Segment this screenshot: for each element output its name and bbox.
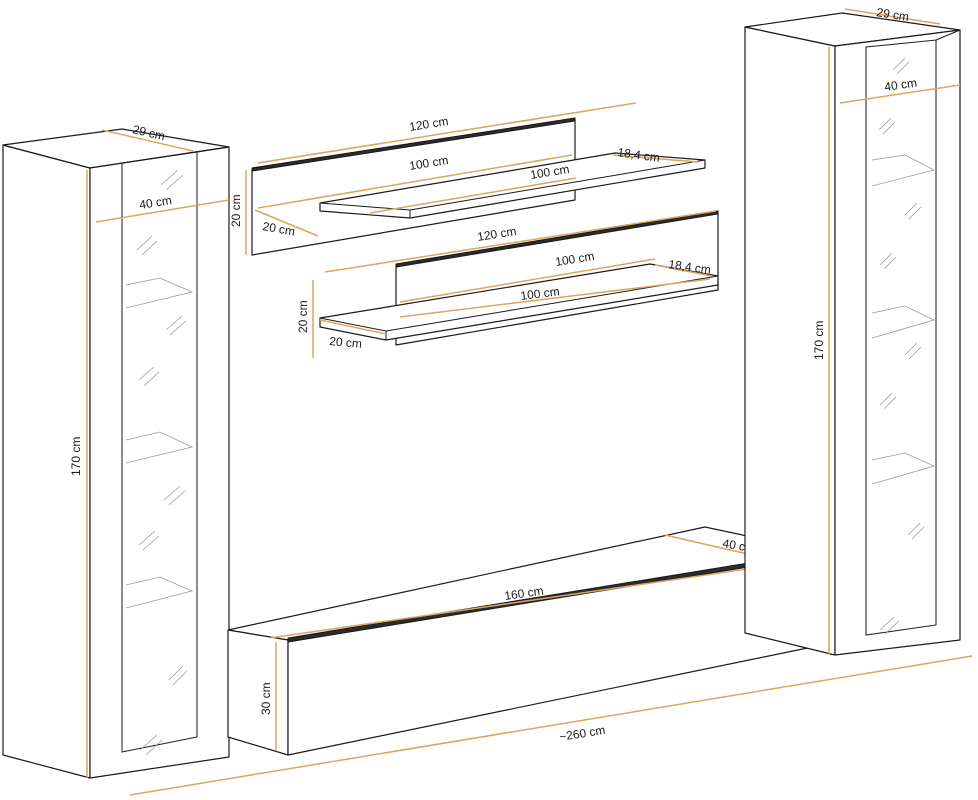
shelf2-depth-label: 20 cm [329, 334, 363, 351]
tv-width-label: 160 cm [503, 584, 544, 603]
shelf2-height-label: 20 cm [296, 300, 310, 333]
right-cabinet-height-label: 170 cm [812, 321, 826, 360]
shelf2-top-width-label: 100 cm [554, 249, 595, 269]
tv-unit: 160 cm 40 cm 30 cm [227, 526, 823, 756]
left-cabinet-width-label: 40 cm [138, 193, 172, 212]
total-width-label: ~260 cm [558, 723, 606, 744]
left-depth-line [101, 129, 194, 152]
shelf1-front-width-label: 100 cm [408, 153, 449, 173]
shelf1-shelf-width-label: 100 cm [529, 162, 570, 182]
glass-reflection-marks-right [878, 57, 925, 635]
shelf1-shelf-depth-label: 18,4 cm [617, 145, 661, 165]
shelf1-depth-label: 20 cm [261, 219, 296, 238]
shelf2-back-width-label: 120 cm [476, 224, 517, 244]
right-cabinet-width-label: 40 cm [883, 76, 917, 94]
shelf1-back-width-label: 120 cm [408, 114, 449, 134]
right-cabinet: 29 cm 40 cm 170 cm [744, 5, 961, 656]
glass-reflection-marks [136, 169, 188, 756]
wall-shelf-lower: 120 cm 100 cm 100 cm 18,4 cm 20 cm 20 cm [296, 210, 719, 358]
left-cabinet: 29 cm 40 cm 170 cm [2, 122, 230, 779]
right-cabinet-depth-label: 29 cm [876, 5, 910, 24]
left-cabinet-height-label: 170 cm [69, 437, 83, 476]
tv-height-label: 30 cm [259, 682, 273, 715]
left-width-line [95, 199, 230, 223]
shelf2-shelf-depth-label: 18,4 cm [668, 257, 712, 277]
wall-shelf-upper: 120 cm 100 cm 100 cm 18,4 cm 20 cm 20 cm [229, 102, 706, 256]
shelf1-height-label: 20 cm [229, 194, 243, 227]
shelf2-shelf-width-label: 100 cm [520, 284, 561, 303]
